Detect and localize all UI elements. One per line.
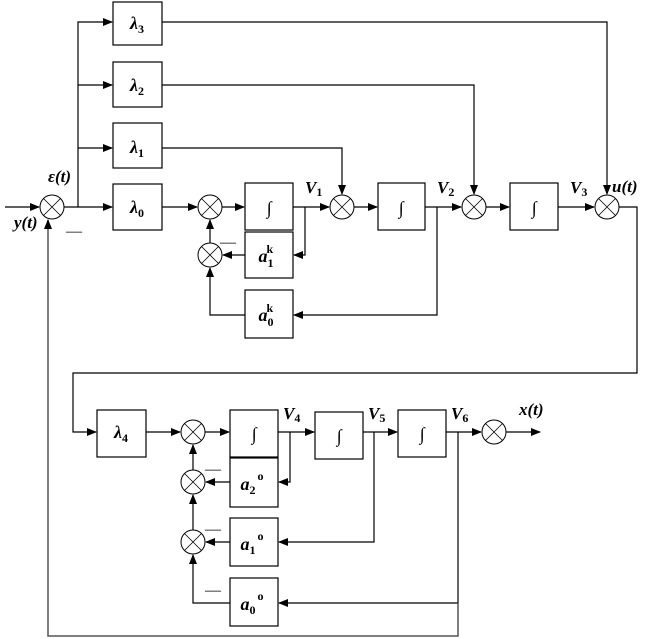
block-a0k: a0k — [244, 289, 294, 339]
block-integrator-6: ∫ — [397, 409, 447, 458]
svg-text:∫: ∫ — [266, 198, 274, 219]
block-integrator-4: ∫ — [229, 409, 279, 458]
minus-a0o: — — [204, 582, 222, 599]
block-lambda3: λ3 — [112, 1, 163, 46]
summing-junctions — [39, 194, 620, 555]
svg-text:∫: ∫ — [531, 198, 539, 219]
block-lambda0: λ0 — [112, 183, 163, 231]
label-v6: V6 — [451, 404, 468, 425]
sum-plant-a1 — [180, 529, 206, 555]
block-a0o: a0o — [229, 577, 279, 627]
svg-text:∫: ∫ — [419, 424, 427, 445]
sum-plant-in — [180, 419, 206, 445]
svg-text:a1o: a1o — [241, 529, 264, 557]
sum-v2 — [461, 194, 487, 220]
svg-text:λ1: λ1 — [129, 137, 144, 160]
label-u: u(t) — [612, 177, 638, 196]
label-v3: V3 — [570, 178, 587, 199]
svg-text:∫: ∫ — [336, 426, 344, 447]
minus-a1o: — — [204, 521, 222, 538]
block-a1o: a1o — [229, 517, 279, 567]
svg-text:a0k: a0k — [259, 301, 274, 329]
minus-input: — — [65, 223, 83, 240]
svg-text:λ0: λ0 — [129, 197, 144, 220]
sum-plant-a2 — [180, 469, 206, 495]
sum-input — [39, 194, 65, 220]
minus-a1k: — — [219, 234, 237, 251]
svg-text:∫: ∫ — [251, 424, 259, 445]
block-a2o: a2o — [229, 457, 279, 508]
svg-text:λ2: λ2 — [129, 75, 144, 98]
svg-text:λ3: λ3 — [129, 13, 144, 36]
sum-u — [594, 194, 620, 220]
svg-text:a1k: a1k — [259, 242, 274, 270]
label-v5: V5 — [368, 404, 385, 425]
block-integrator-5: ∫ — [314, 411, 364, 460]
svg-text:a0o: a0o — [241, 589, 264, 617]
block-integrator-2: ∫ — [377, 182, 426, 231]
block-lambda1: λ1 — [112, 122, 163, 169]
sum-inner1 — [197, 194, 223, 220]
label-v2: V2 — [437, 178, 454, 199]
block-lambda2: λ2 — [112, 61, 163, 108]
minus-a2o: — — [204, 461, 222, 478]
sum-v1 — [329, 194, 355, 220]
block-integrator-3: ∫ — [509, 182, 559, 231]
label-y: y(t) — [12, 213, 38, 232]
label-v4: V4 — [283, 404, 300, 425]
label-x: x(t) — [518, 400, 544, 419]
sum-output — [481, 419, 507, 445]
block-a1k: a1k — [244, 231, 294, 279]
block-lambda4: λ4 — [96, 409, 147, 458]
svg-text:λ4: λ4 — [113, 422, 128, 445]
label-eps: ε(t) — [48, 167, 71, 186]
sum-inner1-feedback — [197, 242, 223, 268]
connections — [5, 18, 638, 637]
label-v1: V1 — [305, 178, 322, 199]
svg-text:a2o: a2o — [241, 469, 264, 497]
block-integrator-1: ∫ — [244, 182, 294, 231]
svg-text:∫: ∫ — [398, 198, 406, 219]
